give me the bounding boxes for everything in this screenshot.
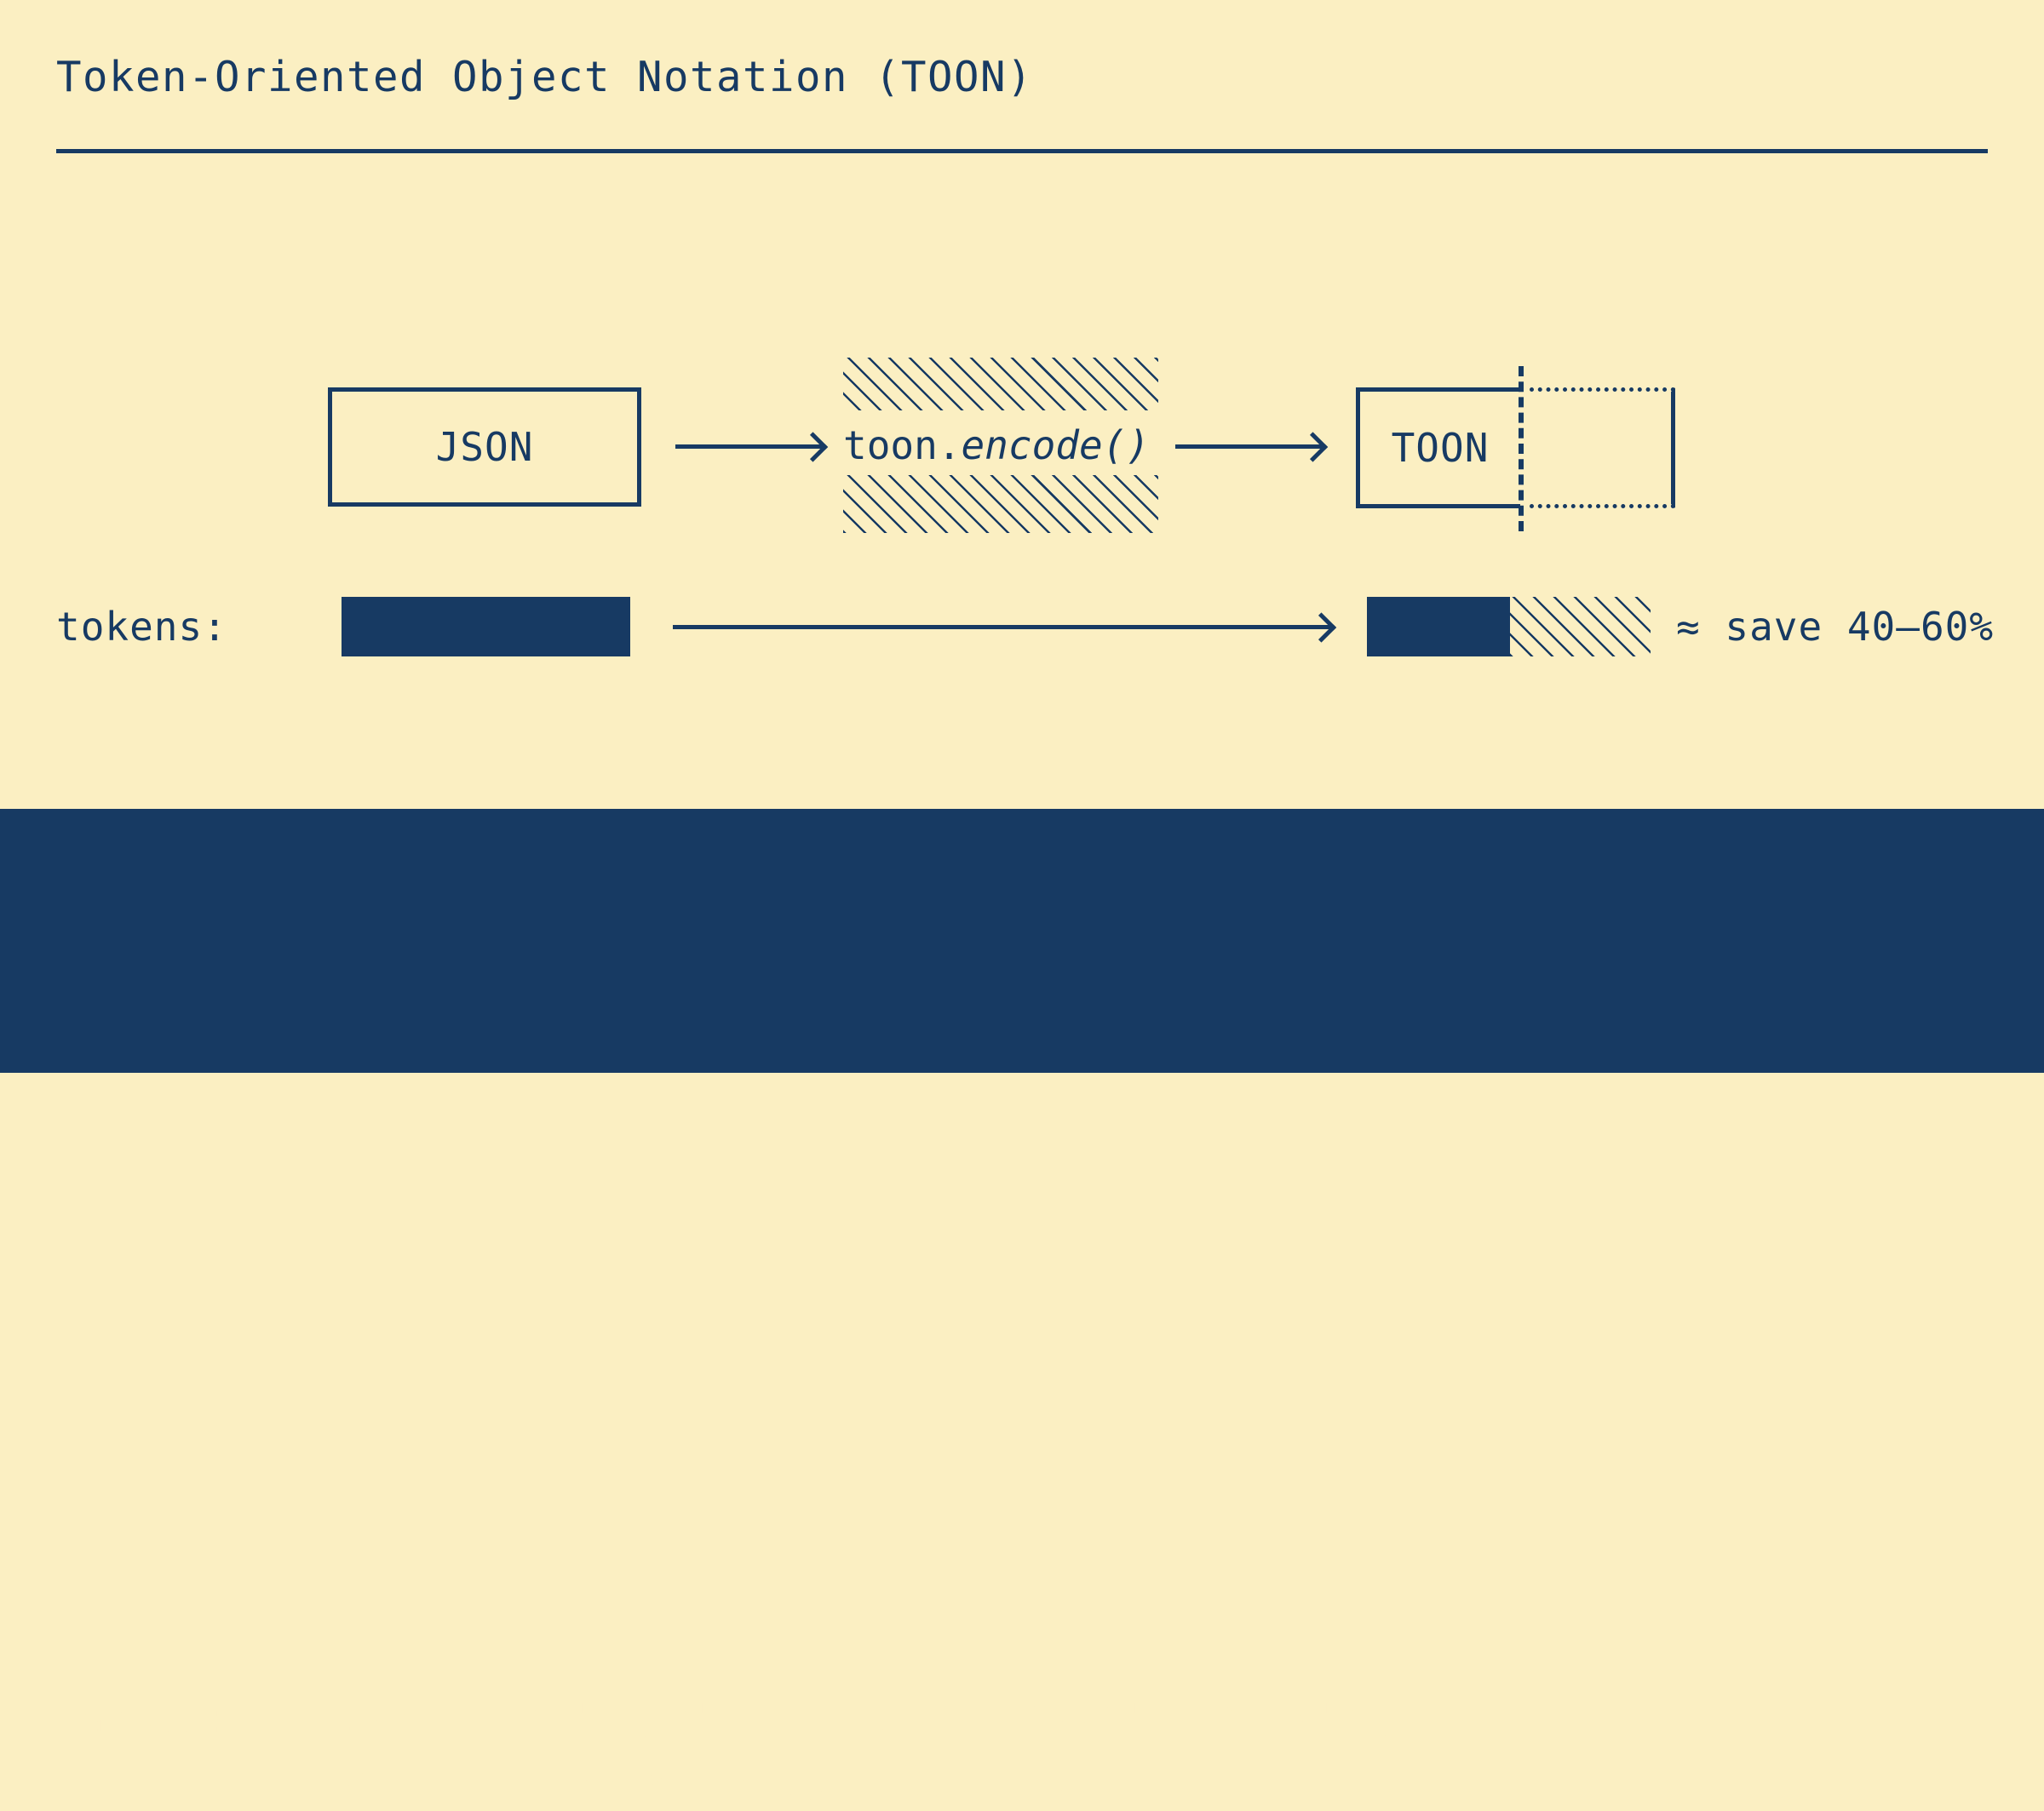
arrow-json-to-encode-icon	[675, 444, 822, 449]
toon-target-label: TOON	[1391, 425, 1490, 471]
toon-freed-region	[1530, 387, 1675, 508]
diagram-canvas: Token-Oriented Object Notation (TOON) JS…	[0, 0, 2044, 1073]
tokens-bar-toon-saved	[1510, 597, 1651, 656]
tokens-bar-json	[342, 597, 630, 656]
page-title: Token-Oriented Object Notation (TOON)	[56, 53, 1034, 101]
encode-namespace: toon.	[843, 422, 962, 468]
sample-row-json-kind: JSON	[322, 1695, 420, 1741]
toon-target-box: TOON	[1356, 366, 1675, 531]
hatch-pattern-bottom	[843, 475, 1158, 533]
sample-row-toon: TOON → tags[3]: jazz,chill,lofi	[322, 1765, 1097, 1811]
toon-savings-divider	[1519, 366, 1524, 531]
sample-row-toon-code: tags[3]: jazz,chill,lofi	[520, 1765, 1097, 1811]
tokens-bar-toon-used	[1367, 597, 1510, 656]
sample-panel-label: sample:	[56, 1695, 227, 1741]
conversion-flow: JSON toon.encode() TOON	[0, 0, 2044, 1073]
sample-row-json-code: { "tags": ["jazz", "chill", "lofi"] }	[520, 1695, 1410, 1741]
hatch-pattern-top	[843, 358, 1158, 415]
encode-method: encode()	[961, 422, 1151, 468]
sample-row-toon-arrow-icon: →	[445, 1771, 467, 1810]
sample-panel: sample: JSON → { "tags": ["jazz", "chill…	[0, 809, 2044, 1811]
arrow-tokens-reduction-icon	[673, 625, 1330, 629]
toon-occupied-region: TOON	[1356, 387, 1520, 508]
json-source-label: JSON	[435, 424, 534, 470]
encode-function-label: toon.encode()	[843, 410, 1158, 480]
title-divider	[56, 149, 1988, 153]
savings-label: ≈ save 40–60%	[1676, 604, 1995, 650]
tokens-bar-toon	[1367, 597, 1651, 656]
sample-row-json: JSON → { "tags": ["jazz", "chill", "lofi…	[322, 1695, 1409, 1741]
sample-row-json-arrow-icon: →	[445, 1701, 467, 1740]
tokens-row-label: tokens:	[56, 604, 227, 650]
sample-row-toon-kind: TOON	[322, 1765, 420, 1811]
encode-transform-block: toon.encode()	[843, 358, 1158, 533]
json-source-box: JSON	[328, 387, 641, 507]
arrow-encode-to-toon-icon	[1175, 444, 1322, 449]
